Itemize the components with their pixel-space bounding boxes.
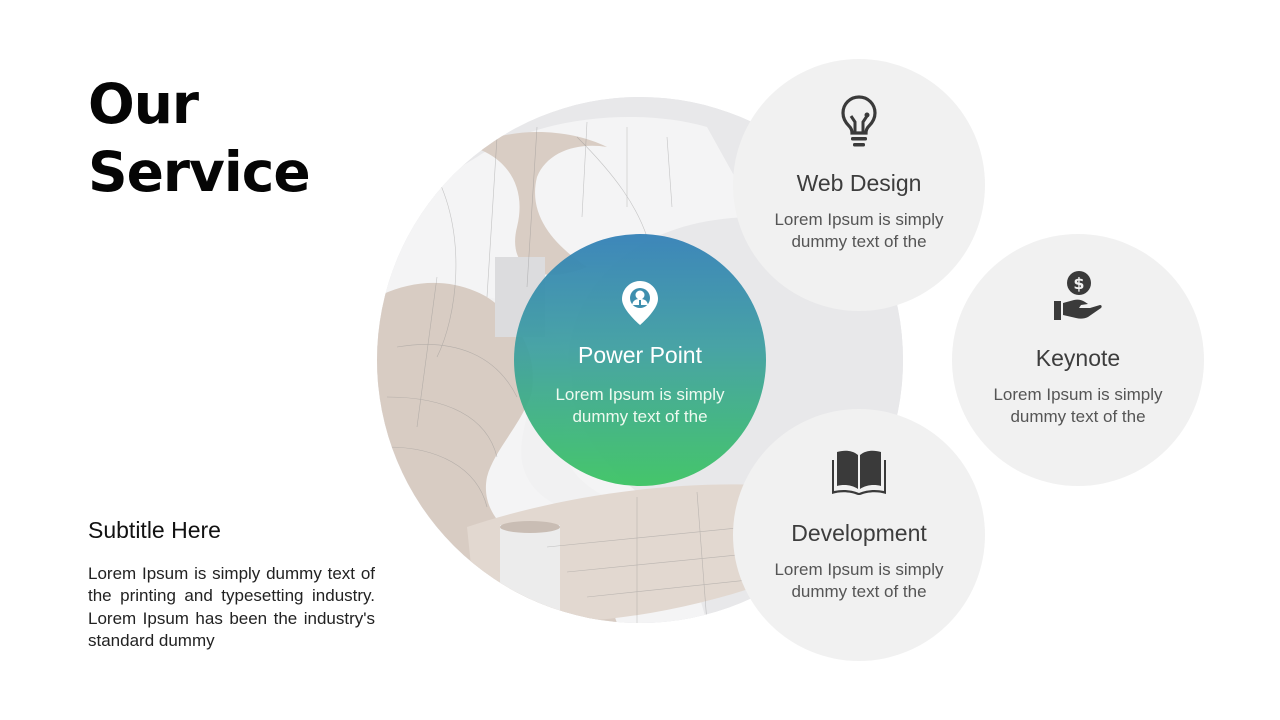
service-title: Power Point [577,342,702,368]
service-text: Lorem Ipsum is simply dummy text of the [774,210,944,251]
service-card-web-design: Web Design Lorem Ipsum is simply dummy t… [733,59,985,311]
service-card-keynote: $ Keynote Lorem Ipsum is simply dummy te… [952,234,1204,486]
subtitle: Subtitle Here [88,517,221,543]
title-line-1: Our [88,72,199,136]
description-text: Lorem Ipsum is simply dummy text of the … [88,564,375,650]
service-title: Keynote [1035,345,1121,371]
service-text: Lorem Ipsum is simply dummy text of the [993,385,1163,426]
svg-text:$: $ [1073,274,1084,293]
open-book-icon [832,450,886,495]
service-title: Development [791,520,927,546]
service-title: Web Design [796,170,922,196]
page-title: Our Service [88,70,311,206]
service-card-power-point: Power Point Lorem Ipsum is simply dummy … [514,234,766,486]
service-card-development: Development Lorem Ipsum is simply dummy … [733,409,985,661]
service-text: Lorem Ipsum is simply dummy text of the [774,560,944,601]
lightbulb-icon [841,95,877,147]
title-line-2: Service [88,140,311,204]
location-pin-person-icon [622,281,658,325]
hand-dollar-icon: $ [1054,271,1102,320]
service-text: Lorem Ipsum is simply dummy text of the [555,385,725,426]
